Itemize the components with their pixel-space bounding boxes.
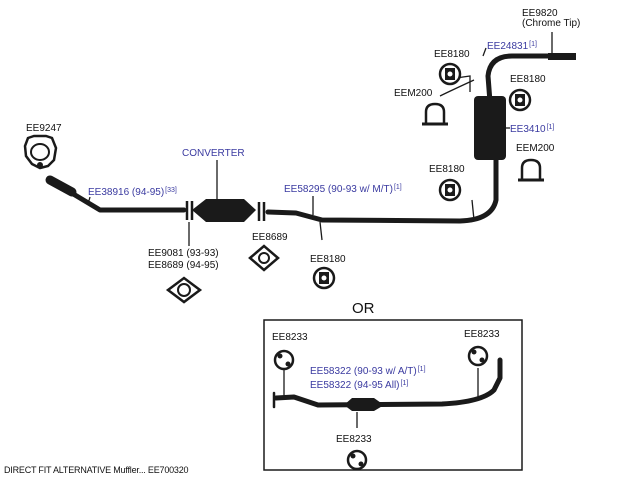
ee8689-left-gasket [165, 276, 203, 304]
label-ee8180-top-right[interactable]: EE8180 [510, 74, 546, 85]
note-ee38916: [33] [165, 187, 177, 194]
label-ee9820[interactable]: EE9820 [522, 8, 558, 19]
ee8180-top-left-hanger [438, 62, 462, 86]
label-eem200-right[interactable]: EEM200 [516, 143, 555, 154]
ee9247-gasket [23, 134, 58, 170]
label-alt-ee58322-all[interactable]: EE58322 (94-95 All)[1] [310, 380, 409, 391]
alt-ee8233-left-hanger [273, 349, 295, 371]
label-ee9247[interactable]: EE9247 [26, 123, 62, 134]
alternative-box [263, 319, 523, 471]
leader-ee8180-mid [471, 199, 475, 221]
label-ee8180-bottom[interactable]: EE8180 [310, 254, 346, 265]
note-ee58295: [1] [393, 184, 402, 191]
label-ee9081[interactable]: EE9081 (93-93) [148, 248, 219, 259]
eem200-left-clamp [422, 102, 448, 126]
note-ee3410: [1] [546, 124, 555, 131]
alt-ee8233-right-hanger [467, 345, 489, 367]
ee8689-right-gasket [248, 244, 280, 272]
pipe-joints [185, 201, 266, 221]
label-or: OR [352, 300, 375, 317]
main-exhaust-pipe [45, 53, 559, 224]
alternative-leaders [283, 368, 479, 428]
catalytic-converter [192, 199, 256, 222]
label-ee58295[interactable]: EE58295 (90-93 w/ M/T)[1] [284, 184, 402, 195]
note-alt-ee58322-at: [1] [417, 366, 426, 373]
label-ee8689-left[interactable]: EE8689 (94-95) [148, 260, 219, 271]
intermediate-pipe [265, 157, 499, 224]
label-alt-ee8233-left[interactable]: EE8233 [272, 332, 308, 343]
label-chrome-tip: (Chrome Tip) [522, 18, 581, 29]
leader-ee8180-bottom [319, 221, 323, 241]
label-ee8180-top-left[interactable]: EE8180 [434, 49, 470, 60]
chrome-tip [548, 53, 576, 60]
diagram-caption: DIRECT FIT ALTERNATIVE Muffler... EE7003… [4, 465, 189, 475]
label-alt-ee8233-bottom[interactable]: EE8233 [336, 434, 372, 445]
alt-ee8233-bottom-hanger [346, 449, 368, 471]
front-pipe-flange [45, 175, 77, 197]
label-ee24831[interactable]: EE24831[1] [487, 41, 537, 52]
ee8180-mid-hanger [438, 178, 462, 202]
label-converter[interactable]: CONVERTER [182, 148, 245, 159]
alternative-resonator [344, 398, 384, 411]
tailpipe [485, 53, 559, 105]
label-alt-ee58322-at[interactable]: EE58322 (90-93 w/ A/T)[1] [310, 366, 426, 377]
ee8180-bottom-hanger [312, 266, 336, 290]
label-alt-ee8233-right[interactable]: EE8233 [464, 329, 500, 340]
label-ee8689-right[interactable]: EE8689 [252, 232, 288, 243]
leader-lines [87, 32, 553, 246]
label-ee8180-mid[interactable]: EE8180 [429, 164, 465, 175]
muffler [474, 96, 506, 160]
leader-ee24831 [482, 47, 487, 57]
label-ee3410[interactable]: EE3410[1] [510, 124, 555, 135]
leader-ee38916 [87, 196, 91, 205]
note-alt-ee58322-all: [1] [400, 380, 409, 387]
note-ee24831: [1] [529, 41, 537, 48]
ee8180-top-right-hanger [508, 88, 532, 112]
eem200-right-clamp [518, 158, 544, 182]
label-ee38916[interactable]: EE38916 (94-95)[33] [88, 187, 177, 198]
label-eem200-left[interactable]: EEM200 [394, 88, 433, 99]
